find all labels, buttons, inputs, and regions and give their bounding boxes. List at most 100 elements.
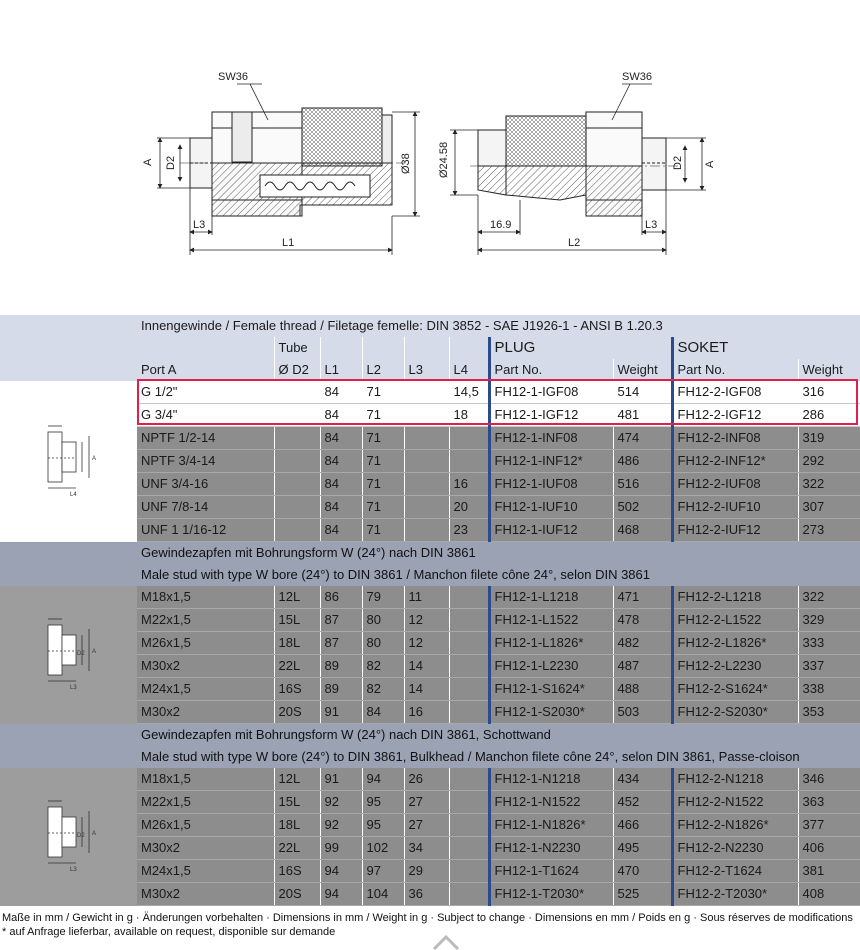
plug-weight-cell: 470 — [613, 859, 673, 883]
l2-cell: 102 — [362, 836, 405, 860]
socket-part-cell: FH12-2-IUF10 — [670, 495, 799, 519]
socket-part-cell: FH12-2-S2030* — [670, 700, 799, 724]
l3-cell: 36 — [404, 882, 450, 906]
section-title: Gewindezapfen mit Bohrungsform W (24°) n… — [137, 723, 860, 746]
l4-cell — [449, 836, 490, 860]
l2-cell: 71 — [362, 403, 405, 427]
l4-cell: 20 — [449, 495, 490, 519]
scroll-up-icon[interactable] — [432, 934, 460, 950]
l1-cell: 84 — [320, 403, 363, 427]
d2-cell: 15L — [274, 608, 321, 632]
d2-cell: 15L — [274, 790, 321, 814]
socket-weight-cell: 286 — [798, 403, 860, 427]
col-socket-weight: Weight — [798, 359, 860, 381]
plug-weight-cell: 481 — [613, 403, 673, 427]
section-title: Male stud with type W bore (24°) to DIN … — [137, 564, 860, 586]
plug-l3-label: L3 — [193, 219, 205, 231]
port-cell: UNF 3/4-16 — [137, 472, 275, 496]
d2-cell: 20S — [274, 882, 321, 906]
socket-diam-label: Ø24.58 — [438, 142, 450, 178]
l4-cell — [449, 449, 490, 473]
socket-part-cell: FH12-2-T1624 — [670, 859, 799, 883]
l4-cell — [449, 882, 490, 906]
plug-weight-cell: 466 — [613, 813, 673, 837]
header-blank — [320, 337, 363, 359]
section3-body: Gewindezapfen mit Bohrungsform W (24°) n… — [0, 723, 860, 906]
section1-title-row: Innengewinde / Female thread / Filetage … — [0, 315, 860, 381]
svg-text:A: A — [92, 831, 96, 837]
l1-cell: 89 — [320, 654, 363, 678]
header-blank — [404, 337, 450, 359]
d2-cell: 20S — [274, 700, 321, 724]
l2-cell: 97 — [362, 859, 405, 883]
section-title: Male stud with type W bore (24°) to DIN … — [137, 746, 860, 768]
l4-cell — [449, 608, 490, 632]
col-socket-part: Part No. — [670, 359, 799, 381]
col-d2: Ø D2 — [274, 359, 321, 381]
l1-cell: 92 — [320, 790, 363, 814]
l3-cell: 26 — [404, 768, 450, 791]
l1-cell: 91 — [320, 700, 363, 724]
l3-cell: 14 — [404, 677, 450, 701]
plug-weight-cell: 471 — [613, 586, 673, 609]
plug-part-cell: FH12-1-N1218 — [487, 768, 614, 791]
l1-cell: 86 — [320, 586, 363, 609]
socket-drawing — [470, 111, 680, 217]
header-blank — [449, 337, 490, 359]
spec-table: Innengewinde / Female thread / Filetage … — [0, 315, 860, 906]
plug-weight-cell: 474 — [613, 426, 673, 450]
l1-cell: 89 — [320, 677, 363, 701]
bulkhead-port-thumbnail-icon: L3 A D2 — [47, 800, 96, 873]
plug-part-cell: FH12-1-IUF12 — [487, 518, 614, 542]
socket-weight-cell: 408 — [798, 882, 860, 906]
l2-cell: 80 — [362, 631, 405, 655]
l4-cell — [449, 813, 490, 837]
l1-cell: 99 — [320, 836, 363, 860]
coupling-drawing-svg: SW36 A D2 Ø38 L3 L1 — [142, 71, 716, 255]
l2-cell: 104 — [362, 882, 405, 906]
port-cell: UNF 7/8-14 — [137, 495, 275, 519]
header-corner — [0, 315, 137, 381]
l4-cell: 18 — [449, 403, 490, 427]
l2-cell: 71 — [362, 426, 405, 450]
socket-weight-cell: 307 — [798, 495, 860, 519]
socket-part-cell: FH12-2-IGF12 — [670, 403, 799, 427]
plug-part-cell: FH12-1-IUF10 — [487, 495, 614, 519]
l1-cell: 84 — [320, 518, 363, 542]
svg-text:D2: D2 — [77, 833, 85, 839]
d2-cell: 12L — [274, 768, 321, 791]
l3-cell — [404, 449, 450, 473]
footnotes: Maße in mm / Gewicht in g · Änderungen v… — [2, 911, 853, 939]
port-cell: G 1/2" — [137, 381, 275, 404]
plug-part-cell: FH12-1-L1826* — [487, 631, 614, 655]
l4-cell — [449, 790, 490, 814]
l1-cell: 84 — [320, 472, 363, 496]
port-cell: M30x2 — [137, 700, 275, 724]
l3-cell — [404, 426, 450, 450]
row-group-thumbnail: L3 A D2 — [0, 768, 137, 906]
d2-cell: 22L — [274, 836, 321, 860]
l1-cell: 87 — [320, 608, 363, 632]
port-cell: M18x1,5 — [137, 586, 275, 609]
section-title-corner — [0, 541, 137, 586]
socket-weight-cell: 337 — [798, 654, 860, 678]
l2-cell: 95 — [362, 790, 405, 814]
port-cell: G 3/4" — [137, 403, 275, 427]
l4-cell — [449, 586, 490, 609]
socket-l2-label: L2 — [568, 237, 580, 249]
plug-part-cell: FH12-1-S2030* — [487, 700, 614, 724]
plug-part-cell: FH12-1-INF08 — [487, 426, 614, 450]
l3-cell: 27 — [404, 790, 450, 814]
port-cell: M22x1,5 — [137, 608, 275, 632]
svg-text:D2: D2 — [77, 651, 85, 657]
plug-weight-cell: 487 — [613, 654, 673, 678]
d2-cell: 16S — [274, 677, 321, 701]
port-cell: M30x2 — [137, 836, 275, 860]
socket-weight-cell: 338 — [798, 677, 860, 701]
plug-weight-cell: 488 — [613, 677, 673, 701]
l4-cell — [449, 768, 490, 791]
